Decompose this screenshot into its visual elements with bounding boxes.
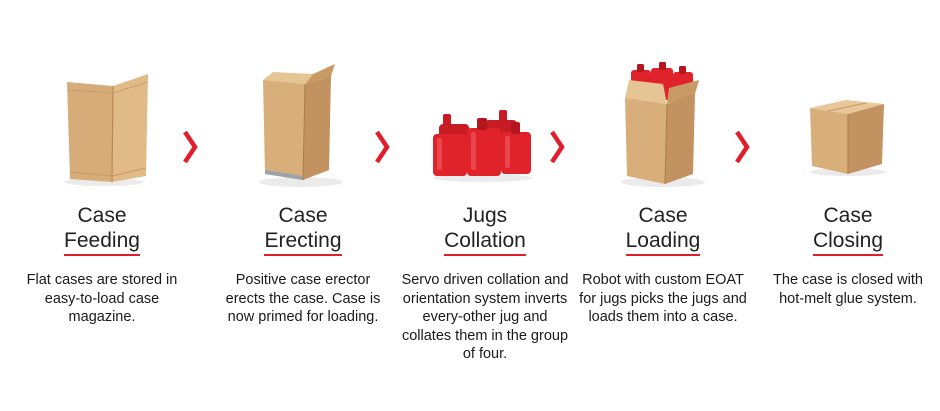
loaded-case-icon (573, 60, 753, 195)
step-description: Flat cases are stored in easy-to-load ca… (26, 272, 178, 325)
step-title: Case Loading (573, 203, 753, 256)
closed-case-icon (758, 60, 938, 195)
step-case-feeding: Case Feeding Flat cases are stored in ea… (12, 0, 192, 411)
step-title-line2: Collation (444, 228, 526, 256)
step-case-closing: Case Closing The case is closed with hot… (758, 0, 938, 411)
step-case-loading: Case Loading Robot with custom EOAT for … (573, 0, 753, 411)
step-title-line1: Case (278, 204, 328, 227)
step-title: Case Closing (758, 203, 938, 256)
step-title-line2: Erecting (264, 228, 342, 256)
flat-case-icon (12, 60, 192, 195)
step-title-line2: Loading (625, 228, 701, 256)
chevron-right-icon (733, 128, 751, 166)
step-title-line1: Case (638, 204, 688, 227)
step-description: The case is closed with hot-melt glue sy… (773, 272, 923, 307)
step-title-line2: Feeding (64, 228, 140, 256)
step-description: Robot with custom EOAT for jugs picks th… (579, 272, 747, 325)
step-title-line1: Case (823, 204, 873, 227)
step-description: Positive case erector erects the case. C… (225, 272, 381, 325)
step-description: Servo driven collation and orientation s… (401, 272, 569, 362)
open-case-icon (213, 60, 393, 195)
chevron-right-icon (373, 128, 391, 166)
step-title-line2: Closing (812, 228, 884, 256)
step-title-line1: Case (77, 204, 127, 227)
step-case-erecting: Case Erecting Positive case erector erec… (213, 0, 393, 411)
red-jugs-icon (395, 60, 575, 195)
chevron-right-icon (181, 128, 199, 166)
step-title: Case Feeding (12, 203, 192, 256)
step-title-line1: Jugs (462, 204, 508, 227)
step-jugs-collation: Jugs Collation Servo driven collation an… (395, 0, 575, 411)
step-title: Jugs Collation (395, 203, 575, 256)
chevron-right-icon (548, 128, 566, 166)
step-title: Case Erecting (213, 203, 393, 256)
